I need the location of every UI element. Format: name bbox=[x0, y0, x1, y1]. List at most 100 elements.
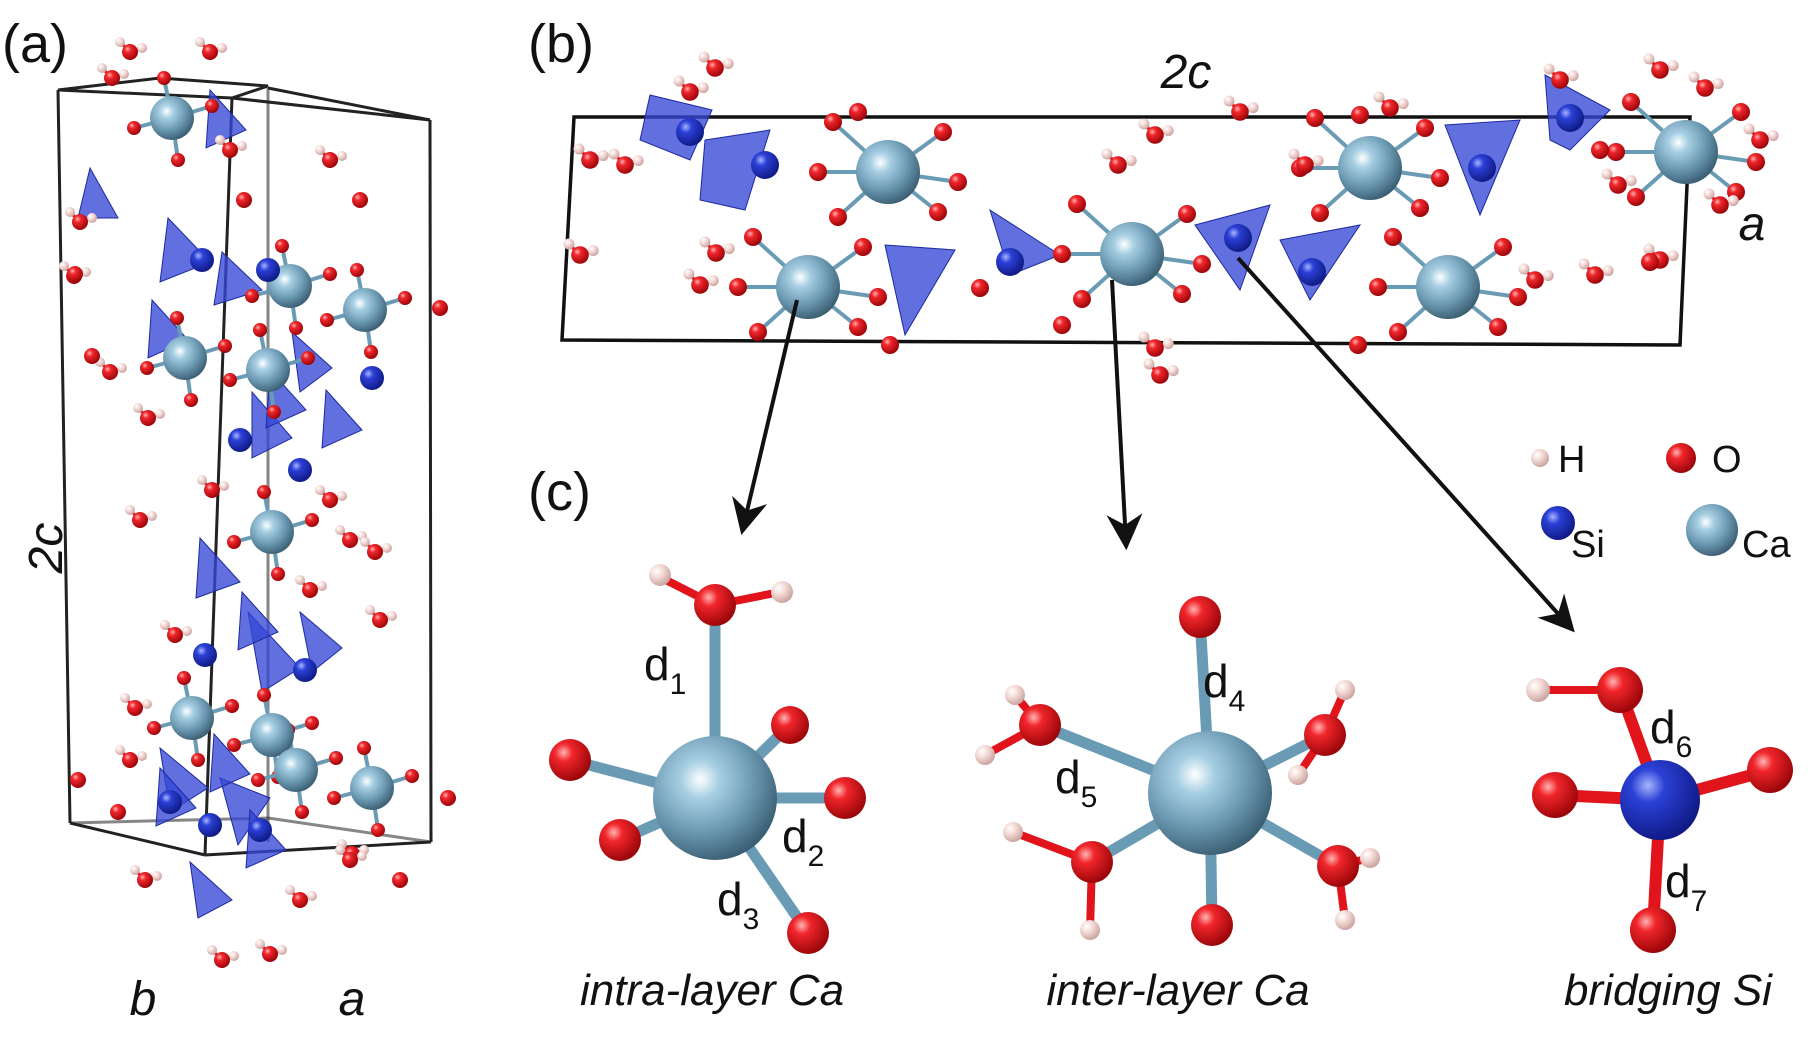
hydrogen-atom bbox=[1397, 98, 1409, 110]
oxygen-atom bbox=[205, 99, 219, 113]
oxygen-atom bbox=[295, 805, 309, 819]
oxygen-atom bbox=[245, 289, 259, 303]
oxygen-atom bbox=[329, 751, 343, 765]
hydrogen-atom bbox=[357, 851, 367, 861]
hydrogen-atom bbox=[81, 267, 91, 277]
hydrogen-atom bbox=[1312, 155, 1324, 167]
oxygen-atom bbox=[171, 153, 185, 167]
legend-ca-swatch bbox=[1686, 504, 1738, 556]
hydrogen-atom bbox=[563, 238, 575, 250]
panel-b-axis-2c: 2c bbox=[1160, 46, 1212, 99]
oxygen-atom bbox=[1747, 747, 1793, 793]
hydrogen-atom bbox=[195, 37, 205, 47]
oxygen-atom bbox=[214, 952, 230, 968]
hydrogen-atom bbox=[117, 363, 127, 373]
oxygen-atom bbox=[1178, 205, 1196, 223]
oxygen-atom bbox=[84, 348, 100, 364]
silicon-atom bbox=[198, 813, 222, 837]
oxygen-atom bbox=[691, 276, 709, 294]
oxygen-atom bbox=[1306, 109, 1324, 127]
oxygen-atom bbox=[744, 228, 762, 246]
hydrogen-atom bbox=[137, 43, 147, 53]
hydrogen-atom bbox=[337, 491, 347, 501]
hydrogen-atom bbox=[382, 543, 392, 553]
oxygen-atom bbox=[1416, 119, 1434, 137]
oxygen-atom bbox=[257, 485, 271, 499]
si-tetrahedron bbox=[884, 244, 956, 337]
oxygen-atom bbox=[869, 288, 887, 306]
hydrogen-atom bbox=[1373, 91, 1385, 103]
panel-a bbox=[56, 37, 456, 968]
hydrogen-atom bbox=[1335, 680, 1355, 700]
oxygen-atom bbox=[392, 872, 408, 888]
pointer-arrows bbox=[732, 256, 1575, 633]
hydrogen-atom bbox=[1543, 63, 1555, 75]
oxygen-atom bbox=[342, 532, 358, 548]
hydrogen-atom bbox=[697, 82, 709, 94]
calcium-atom bbox=[1654, 120, 1718, 184]
hydrogen-atom bbox=[65, 207, 75, 217]
hydrogen-atom bbox=[317, 581, 327, 591]
caption-bridging-si: bridging Si bbox=[1564, 966, 1773, 1015]
hydrogen-atom bbox=[1162, 125, 1174, 137]
hydrogen-atom bbox=[723, 243, 735, 255]
hydrogen-atom bbox=[365, 605, 375, 615]
oxygen-atom bbox=[1019, 704, 1061, 746]
hydrogen-atom bbox=[632, 155, 644, 167]
arrow-bridging-si bbox=[1236, 256, 1575, 633]
arrow-inter-ca bbox=[1106, 279, 1143, 551]
panel-b-label: (b) bbox=[528, 14, 594, 74]
calcium-atom bbox=[1100, 222, 1164, 286]
oxygen-atom bbox=[72, 214, 88, 230]
oxygen-atom bbox=[227, 738, 241, 752]
oxygen-atom bbox=[1384, 228, 1402, 246]
hydrogen-atom bbox=[1247, 102, 1259, 114]
oxygen-atom bbox=[122, 752, 138, 768]
hydrogen-atom bbox=[215, 135, 225, 145]
hydrogen-atom bbox=[133, 403, 143, 413]
hydrogen-atom bbox=[587, 245, 599, 257]
hydrogen-atom bbox=[125, 505, 135, 515]
oxygen-atom bbox=[102, 364, 118, 380]
hydrogen-atom bbox=[1162, 338, 1174, 350]
oxygen-atom bbox=[1381, 99, 1399, 117]
label-d4: d4 bbox=[1203, 655, 1245, 718]
hydrogen-atom bbox=[1667, 250, 1679, 262]
oxygen-atom bbox=[70, 772, 86, 788]
si-tetrahedron bbox=[195, 536, 241, 599]
oxygen-atom bbox=[364, 345, 378, 359]
oxygen-atom bbox=[371, 823, 385, 837]
oxygen-atom bbox=[440, 790, 456, 806]
oxygen-atom bbox=[1532, 772, 1578, 818]
oxygen-atom bbox=[824, 113, 842, 131]
hydrogen-atom bbox=[307, 891, 317, 901]
label-d7: d7 bbox=[1665, 855, 1707, 918]
label-d6: d6 bbox=[1650, 701, 1692, 764]
oxygen-atom bbox=[1732, 103, 1750, 121]
hydrogen-atom bbox=[115, 745, 125, 755]
label-d3: d3 bbox=[717, 873, 759, 936]
oxygen-atom bbox=[184, 393, 198, 407]
oxygen-atom bbox=[1586, 266, 1604, 284]
oxygen-atom bbox=[1071, 841, 1113, 883]
silicon-atom bbox=[1224, 224, 1252, 252]
hydrogen-atom bbox=[1688, 71, 1700, 83]
labels: (a) (b) (c) 2c b a 2c a d1 d2 d3 d4 d5 d… bbox=[2, 14, 1773, 1026]
oxygen-atom bbox=[1751, 131, 1769, 149]
panel-a-atoms bbox=[59, 37, 456, 968]
silicon-atom bbox=[248, 818, 272, 842]
panel-a-label: (a) bbox=[2, 14, 68, 74]
si-tetrahedron bbox=[321, 388, 363, 449]
oxygen-atom bbox=[729, 278, 747, 296]
hydrogen-atom bbox=[229, 951, 239, 961]
hydrogen-atom bbox=[142, 699, 152, 709]
hydrogen-atom bbox=[1101, 148, 1113, 160]
calcium-atom bbox=[150, 96, 194, 140]
si-tetrahedron bbox=[237, 590, 279, 651]
hydrogen-atom bbox=[707, 275, 719, 287]
legend-si-swatch bbox=[1541, 506, 1575, 540]
legend: H O Si Ca bbox=[1531, 439, 1791, 566]
hydrogen-atom bbox=[337, 151, 347, 161]
oxygen-atom bbox=[809, 163, 827, 181]
